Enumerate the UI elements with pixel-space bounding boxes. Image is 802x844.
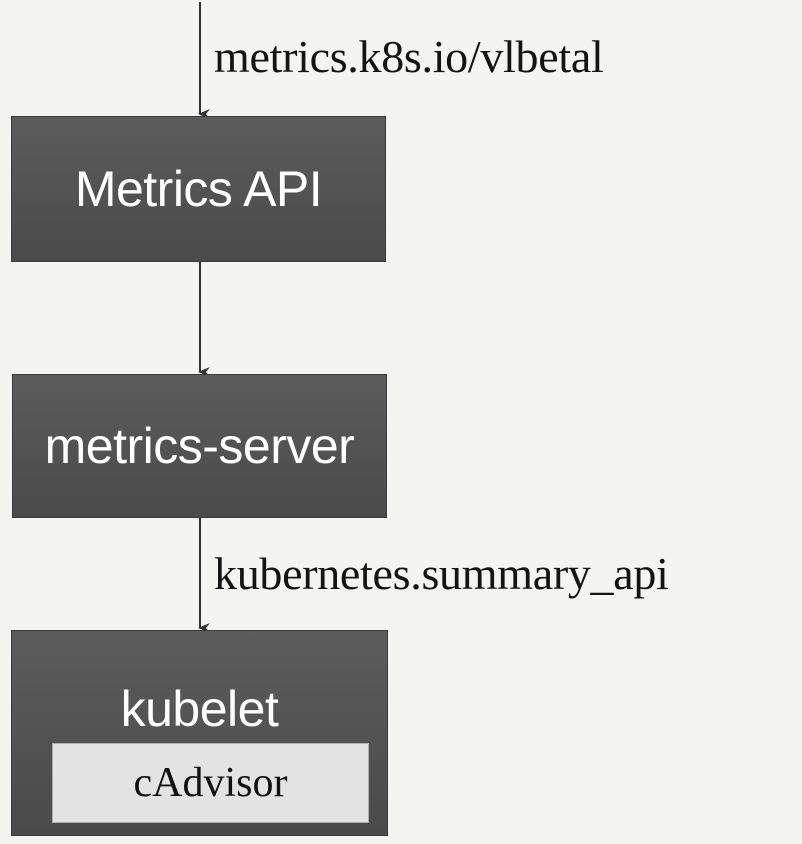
metrics-api-node: Metrics API <box>11 116 386 262</box>
metrics-api-label: Metrics API <box>74 161 323 217</box>
kubelet-node: kubelet cAdvisor <box>11 630 388 836</box>
edge-label-summary-api: kubernetes.summary_api <box>214 548 669 599</box>
edge-label-metrics-api-path: metrics.k8s.io/vlbetal <box>214 31 604 82</box>
metrics-server-label: metrics-server <box>44 418 355 474</box>
cadvisor-node: cAdvisor <box>52 743 369 823</box>
metrics-server-node: metrics-server <box>12 374 387 518</box>
cadvisor-label: cAdvisor <box>133 760 288 806</box>
kubelet-label: kubelet <box>120 681 279 737</box>
